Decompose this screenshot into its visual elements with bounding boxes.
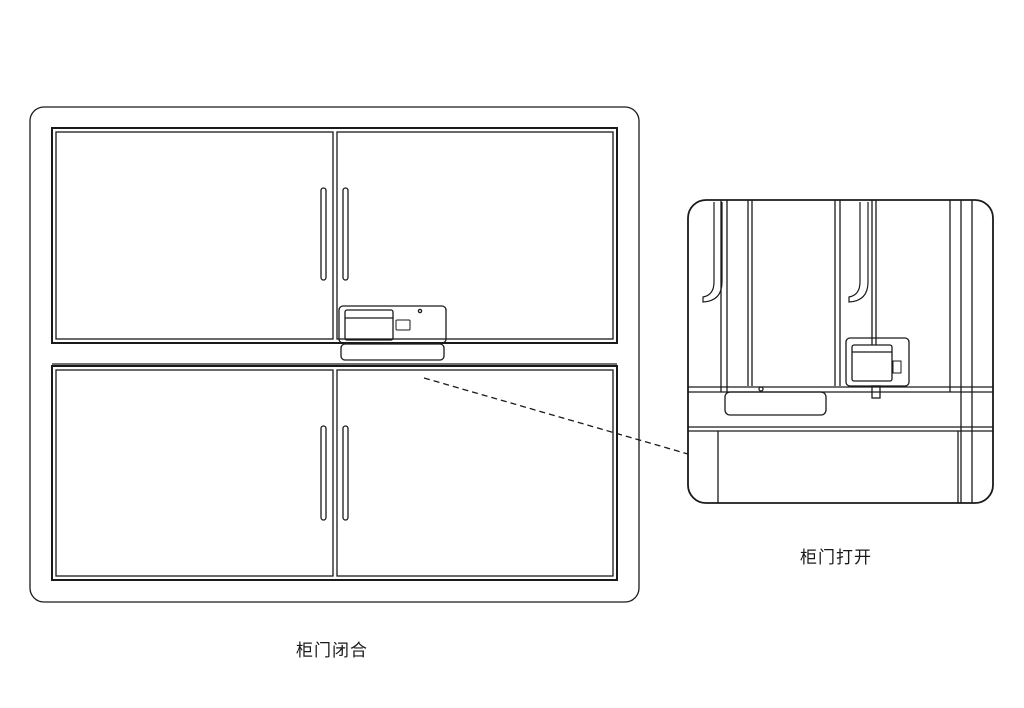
detail-lock-bolt — [871, 385, 881, 399]
lock-inner-panel — [344, 309, 394, 341]
upper-compartment — [51, 127, 618, 344]
detail-view — [687, 199, 994, 504]
detail-strike-plate — [724, 391, 827, 416]
detail-lock-panel — [851, 344, 893, 382]
detail-lock-nfc — [892, 360, 902, 374]
detail-frame — [687, 199, 994, 504]
lower-right-door — [336, 369, 614, 577]
closed-caption: 柜门闭合 — [296, 641, 368, 661]
lock-nfc-mark — [395, 319, 411, 331]
lower-compartment — [51, 365, 618, 581]
lock-strike-plate — [340, 343, 445, 361]
lock-body — [338, 305, 447, 344]
upper-right-handle — [342, 187, 349, 281]
upper-left-handle — [320, 187, 327, 281]
lock-device — [338, 305, 447, 361]
lower-left-handle — [320, 425, 327, 521]
callout-line — [423, 377, 689, 455]
closed-cabinet — [29, 106, 640, 603]
detail-handle-left — [702, 202, 723, 303]
lower-left-door — [55, 369, 334, 577]
upper-left-door — [55, 131, 334, 340]
detail-handle-right — [848, 202, 869, 303]
detail-screw — [758, 386, 764, 392]
cabinet-outer-frame — [29, 106, 640, 603]
lower-right-handle — [342, 425, 349, 521]
open-caption: 柜门打开 — [800, 548, 872, 568]
lock-indicator-dot — [417, 308, 423, 314]
upper-right-door — [336, 131, 614, 340]
